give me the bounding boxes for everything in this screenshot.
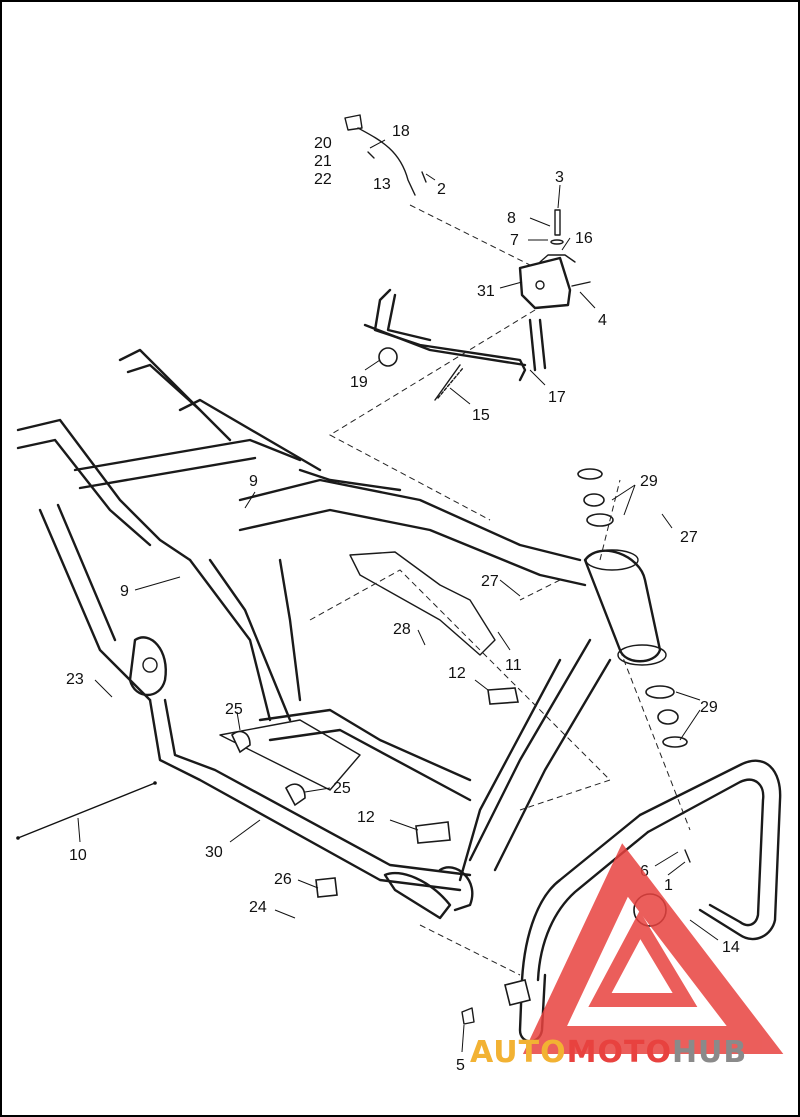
callout-5: 5 bbox=[456, 1057, 465, 1074]
callout-9-lower: 9 bbox=[120, 583, 129, 600]
svg-text:AUTOMOTOHUB: AUTOMOTOHUB bbox=[470, 1035, 747, 1070]
callout-8: 8 bbox=[507, 210, 516, 227]
callout-11: 11 bbox=[505, 657, 522, 674]
callout-2: 2 bbox=[437, 181, 446, 198]
callout-12-upper: 12 bbox=[448, 665, 466, 682]
callout-27-right: 27 bbox=[680, 529, 698, 546]
callout-31: 31 bbox=[477, 283, 495, 300]
callout-25-upper: 25 bbox=[225, 701, 243, 718]
callout-17: 17 bbox=[548, 389, 566, 406]
callout-labels: 1 2 3 4 5 6 7 8 9 9 10 11 12 12 13 14 15… bbox=[66, 123, 740, 1074]
assembly-guide-lines bbox=[309, 204, 691, 976]
callout-12-lower: 12 bbox=[357, 809, 375, 826]
callout-13: 13 bbox=[373, 176, 391, 193]
callout-24: 24 bbox=[249, 899, 267, 916]
watermark-text: AUTOMOTOHUB bbox=[470, 1035, 747, 1070]
callout-23: 23 bbox=[66, 671, 84, 688]
watermark-word-auto: AUTO bbox=[470, 1035, 567, 1070]
callout-29-upper: 29 bbox=[640, 473, 658, 490]
callout-22: 22 bbox=[314, 171, 332, 188]
callout-15: 15 bbox=[472, 407, 490, 424]
callout-4: 4 bbox=[598, 312, 607, 329]
motorcycle-frame bbox=[16, 348, 667, 920]
callout-3: 3 bbox=[555, 169, 564, 186]
callout-30: 30 bbox=[205, 844, 223, 861]
callout-9-upper: 9 bbox=[249, 473, 258, 490]
watermark-logo bbox=[522, 843, 784, 1054]
small-hardware bbox=[16, 468, 688, 898]
watermark-inner-triangle-icon bbox=[588, 910, 698, 1007]
callout-14: 14 bbox=[722, 939, 740, 956]
callout-26: 26 bbox=[274, 871, 292, 888]
callout-28: 28 bbox=[393, 621, 411, 638]
watermark-triangle-icon bbox=[522, 843, 784, 1054]
callout-1: 1 bbox=[664, 877, 673, 894]
callout-7: 7 bbox=[510, 232, 519, 249]
callout-10: 10 bbox=[69, 847, 87, 864]
callout-25-lower: 25 bbox=[333, 780, 351, 797]
callout-6: 6 bbox=[640, 863, 649, 880]
callout-21: 21 bbox=[314, 153, 332, 170]
callout-19: 19 bbox=[350, 374, 368, 391]
leader-lines bbox=[77, 139, 719, 1053]
callout-16: 16 bbox=[575, 230, 593, 247]
callout-29-lower: 29 bbox=[700, 699, 718, 716]
callout-20: 20 bbox=[314, 135, 332, 152]
callout-18: 18 bbox=[392, 123, 410, 140]
watermark-word-hub: HUB bbox=[672, 1035, 747, 1070]
watermark-word-moto: MOTO bbox=[567, 1035, 672, 1070]
jiffy-stand-assembly bbox=[344, 114, 591, 401]
callout-27-left: 27 bbox=[481, 573, 499, 590]
